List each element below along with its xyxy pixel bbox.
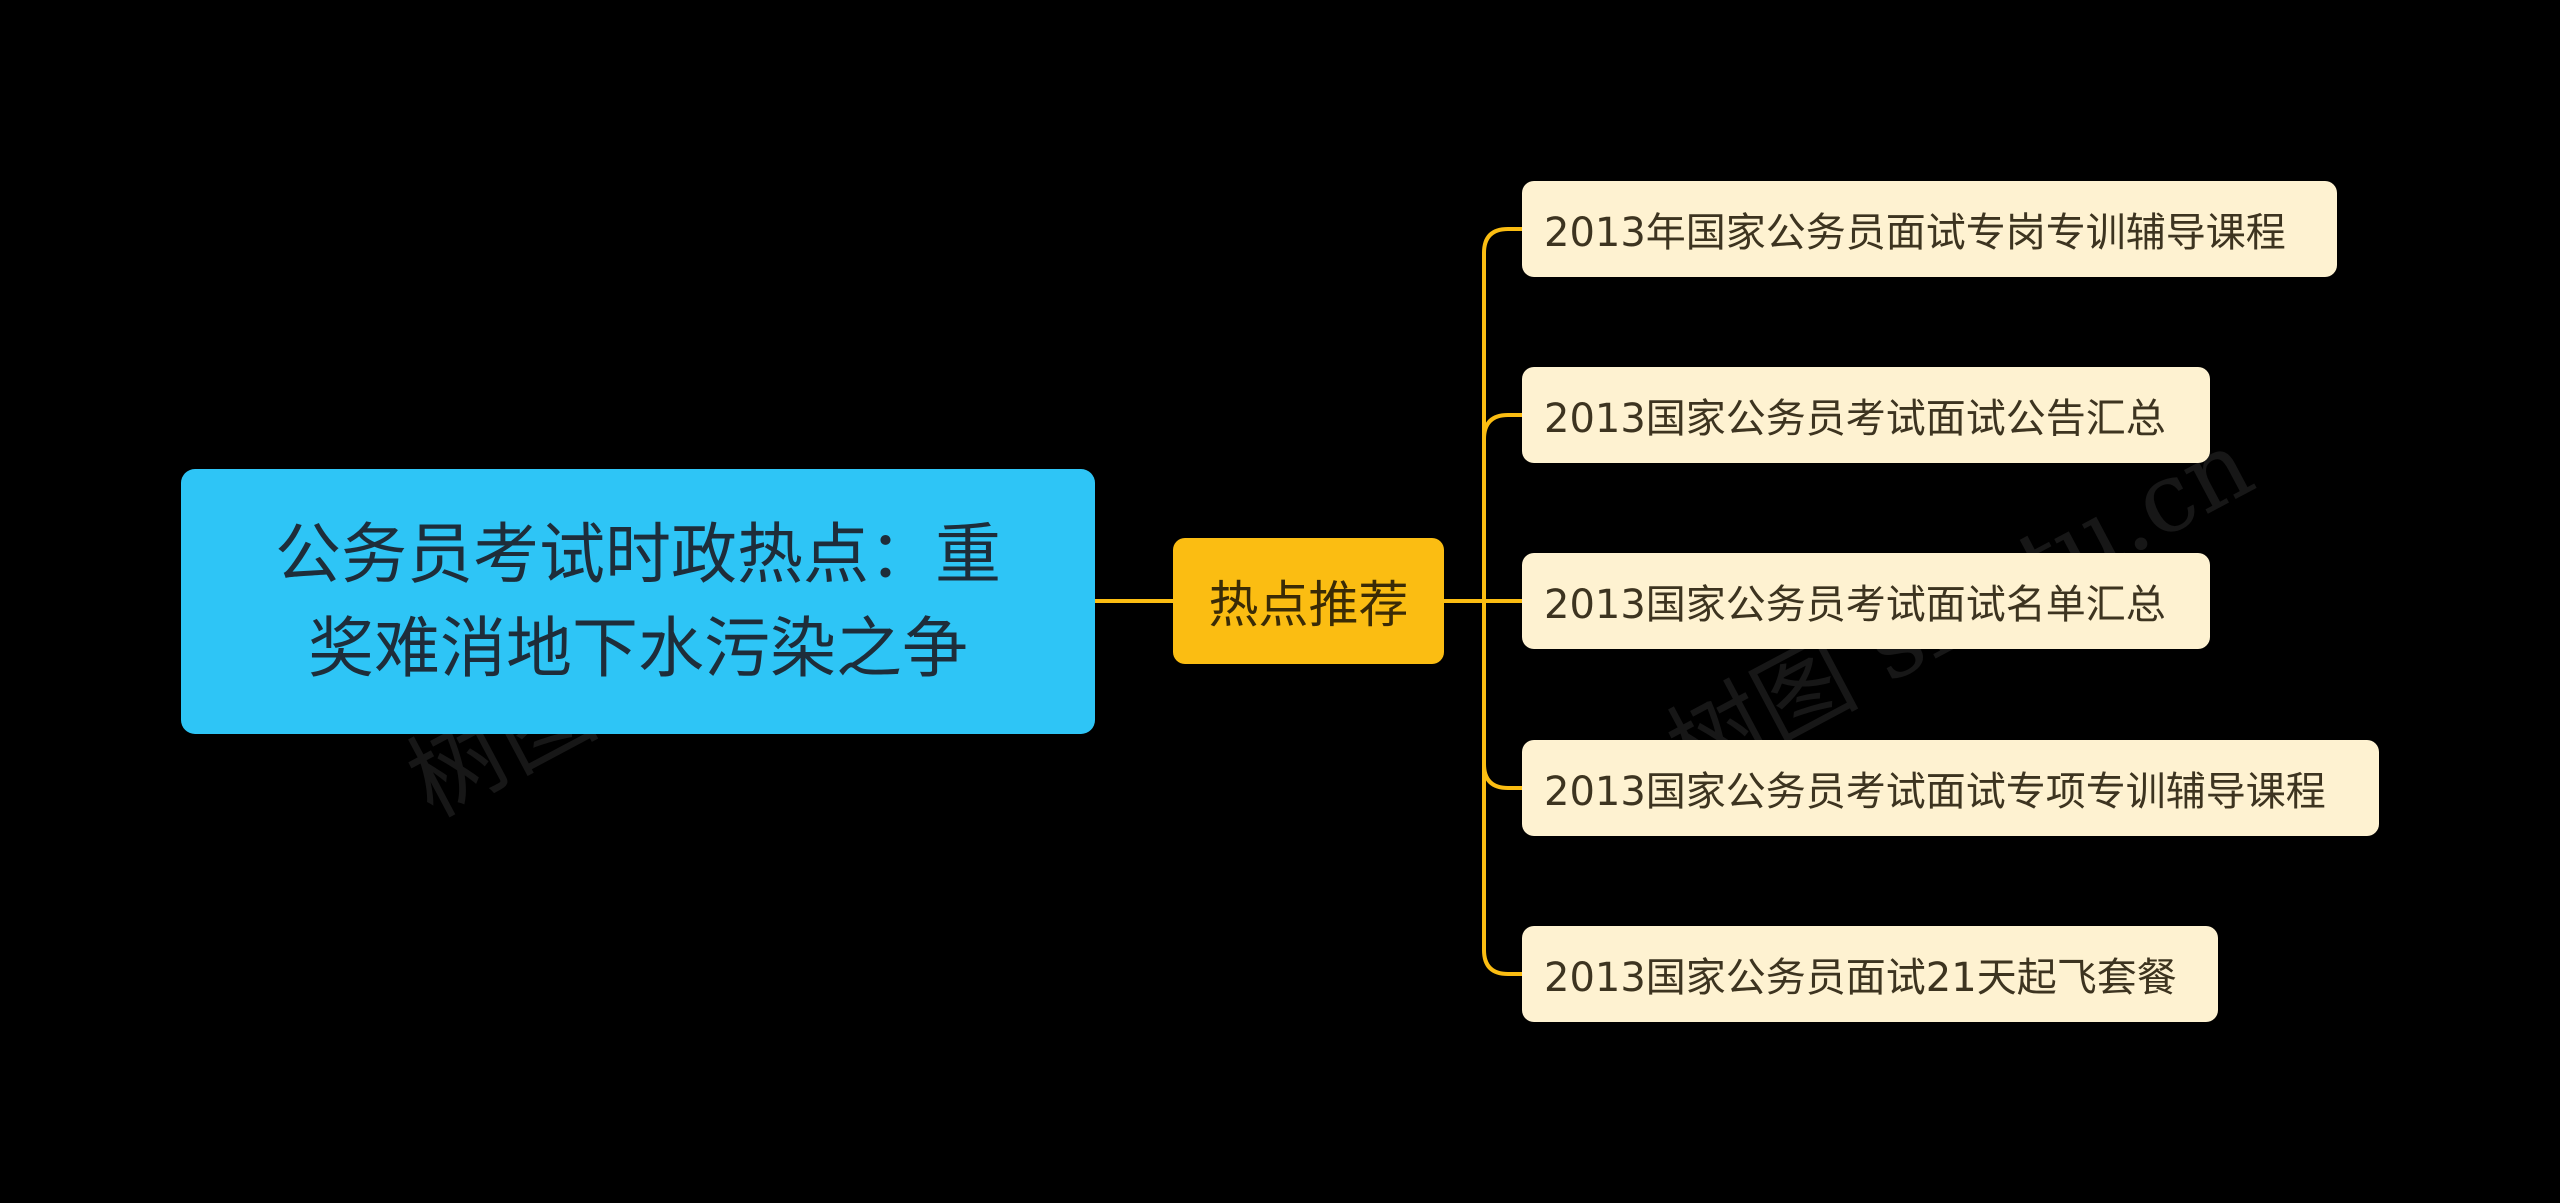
- root-topic-node[interactable]: 公务员考试时政热点：重 奖难消地下水污染之争: [181, 469, 1095, 734]
- leaf-node-label: 2013年国家公务员面试专岗专训辅导课程: [1544, 210, 2286, 256]
- leaf-connector-0: [1482, 227, 1524, 603]
- leaf-node[interactable]: 2013国家公务员面试21天起飞套餐: [1522, 926, 2218, 1022]
- leaf-node[interactable]: 2013国家公务员考试面试公告汇总: [1522, 367, 2210, 463]
- branch-node-label: 热点推荐: [1208, 576, 1409, 634]
- leaf-node-label: 2013国家公务员考试面试名单汇总: [1544, 582, 2166, 628]
- root-topic-line-1: 公务员考试时政热点：重: [275, 515, 1001, 593]
- leaf-node-label: 2013国家公务员考试面试公告汇总: [1544, 396, 2166, 442]
- leaf-node[interactable]: 2013国家公务员考试面试名单汇总: [1522, 553, 2210, 649]
- root-topic-text: 公务员考试时政热点：重 奖难消地下水污染之争: [275, 508, 1001, 696]
- root-topic-line-2: 奖难消地下水污染之争: [308, 609, 968, 687]
- leaf-node-label: 2013国家公务员面试21天起飞套餐: [1544, 955, 2177, 1001]
- leaf-node-label: 2013国家公务员考试面试专项专训辅导课程: [1544, 769, 2326, 815]
- leaf-connector-3: [1482, 599, 1524, 790]
- leaf-connector-1: [1482, 413, 1524, 603]
- leaf-node[interactable]: 2013年国家公务员面试专岗专训辅导课程: [1522, 181, 2337, 277]
- leaf-connector-4: [1482, 599, 1524, 976]
- leaf-node[interactable]: 2013国家公务员考试面试专项专训辅导课程: [1522, 740, 2379, 836]
- branch-node-hot-recommend[interactable]: 热点推荐: [1173, 538, 1444, 664]
